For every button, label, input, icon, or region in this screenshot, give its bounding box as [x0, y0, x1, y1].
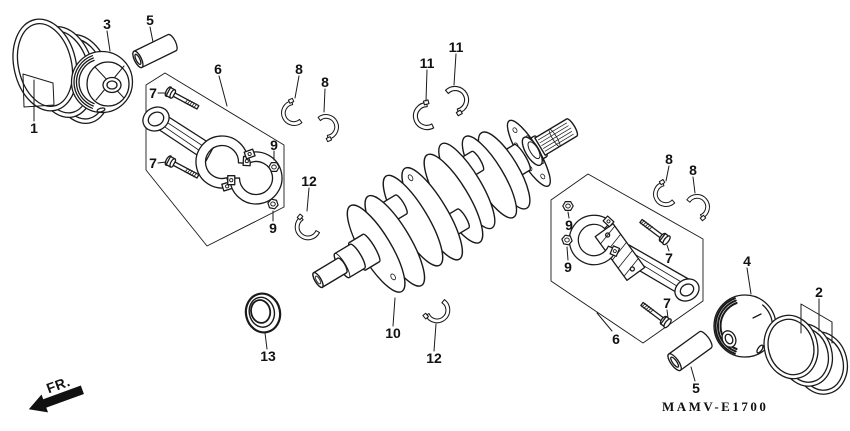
callout-part-13: 13: [260, 348, 276, 364]
rod-bolt-right-bottom: [640, 301, 672, 329]
main-bearing-shell-8-left-b: [315, 109, 344, 143]
piston-pin-left: [132, 33, 178, 69]
rod-bearing-cap-left: [220, 142, 293, 215]
callout-part-11-b: 11: [448, 39, 464, 55]
fr-label: FR.: [44, 373, 72, 396]
callout-part-5-right: 5: [692, 380, 700, 396]
fr-arrow-icon: [28, 385, 84, 413]
callout-part-1: 1: [30, 120, 38, 136]
callout-part-8-right-b: 8: [689, 162, 697, 178]
callout-part-11-a: 11: [419, 55, 435, 71]
callout-part-3: 3: [103, 16, 111, 32]
rod-nut-right-top: [562, 200, 574, 212]
rod-bolt-left-bottom: [164, 155, 200, 179]
piston-pin-right: [667, 330, 713, 372]
fr-direction-arrow: FR.: [28, 373, 84, 413]
callout-part-7-right-top: 7: [665, 250, 673, 266]
callout-part-7-left-bottom: 7: [149, 155, 157, 171]
callout-part-7-left-top: 7: [149, 85, 157, 101]
callout-part-5-left: 5: [146, 12, 154, 28]
callout-part-8-left-b: 8: [321, 74, 329, 90]
main-bearing-shell-8-right-b: [684, 188, 717, 222]
callout-part-12-left: 12: [301, 173, 317, 189]
bearing-shell-12-left: [288, 213, 322, 246]
bearing-shell-12-bottom: [422, 297, 456, 330]
main-bearing-shell-8-right-a: [647, 178, 677, 212]
callout-part-12-bottom: 12: [426, 350, 442, 366]
crankshaft: [312, 118, 579, 293]
piston-ring-set-right: [763, 314, 849, 395]
callout-leader-lines: [22, 26, 833, 382]
crankshaft-flange: [506, 119, 551, 187]
assembly-box-right: [550, 173, 704, 344]
connecting-rod-left: [142, 106, 258, 199]
ring-set-right-bracket: [800, 303, 833, 344]
callout-part-4: 4: [743, 253, 751, 269]
connecting-rod-right: [594, 223, 700, 302]
main-bearing-shell-11-a: [409, 99, 436, 134]
rod-bolt-right-top: [639, 218, 671, 246]
rod-bolt-left-top: [164, 86, 200, 110]
callout-part-6-right: 6: [612, 331, 620, 347]
diagram-code: MAMV-E1700: [662, 399, 769, 414]
rod-nut-left-top: [268, 161, 280, 173]
callout-part-8-right-a: 8: [665, 151, 673, 167]
piston-left: [70, 50, 134, 114]
main-bearing-shell-11-b: [443, 80, 475, 117]
assembly-box-left: [145, 72, 285, 247]
callout-part-9-right-top: 9: [565, 217, 573, 233]
callout-part-8-left-a: 8: [295, 61, 303, 77]
main-bearing-shell-8-left-a: [276, 97, 305, 131]
oil-seal: [244, 292, 282, 334]
callout-part-9-left-top: 9: [270, 137, 278, 153]
ring-set-left-bracket: [22, 73, 55, 108]
callout-part-9-left-bottom: 9: [269, 220, 277, 236]
callout-part-9-right-bottom: 9: [564, 259, 572, 275]
callout-part-2: 2: [815, 284, 823, 300]
callout-part-7-right-bottom: 7: [663, 295, 671, 311]
callout-part-10: 10: [385, 325, 401, 341]
callout-part-6-left: 6: [214, 61, 222, 77]
